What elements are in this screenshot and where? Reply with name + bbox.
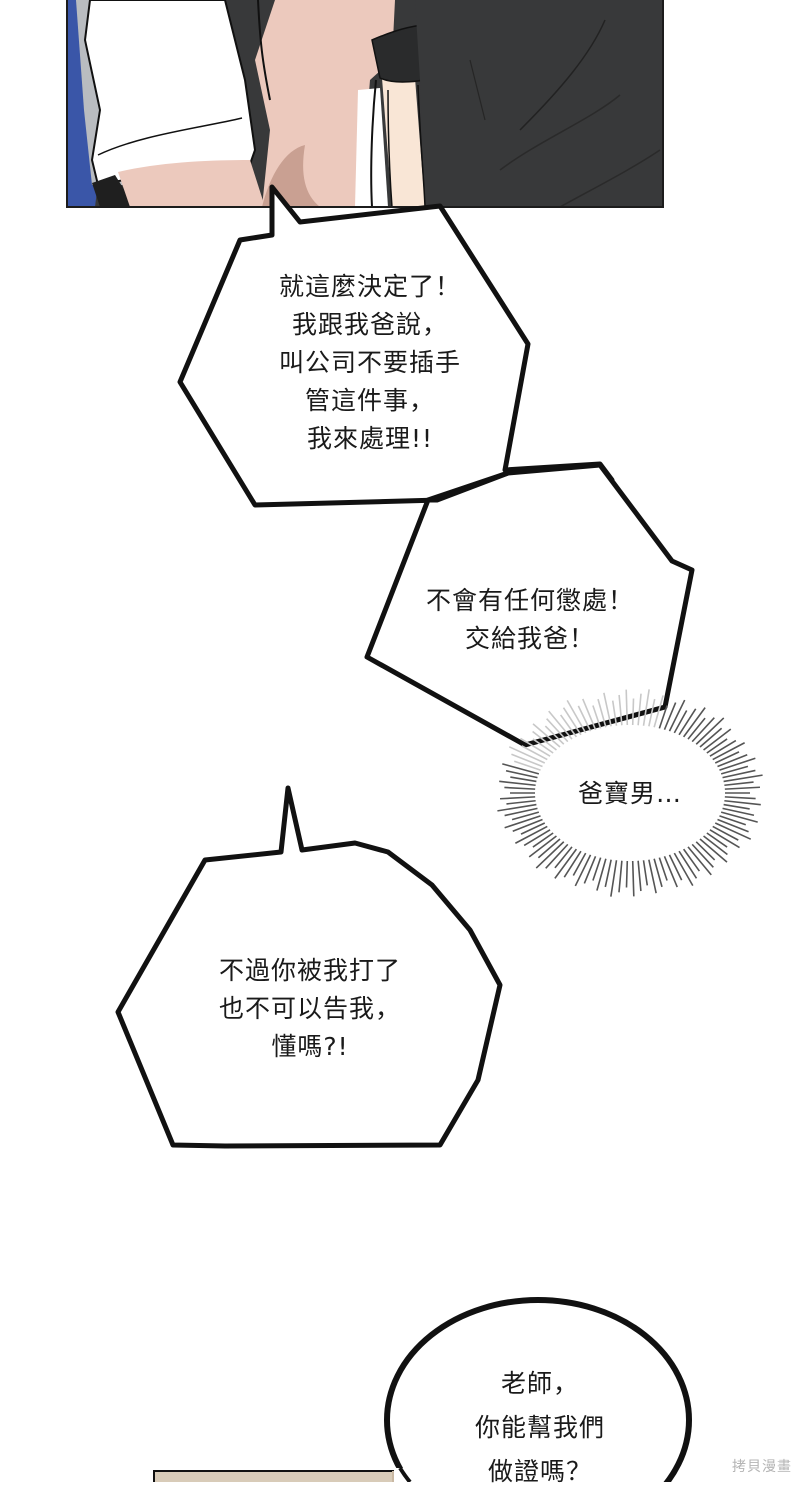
- speech-bubble-2-text: 不會有任何懲處！ 交給我爸！: [408, 582, 652, 658]
- bottom-comic-panel: [153, 1470, 395, 1482]
- bubble-1-line-4: 管這件事，: [304, 386, 435, 415]
- bubble-1-line-5: 我來處理!!: [306, 424, 434, 453]
- speech-bubble-5-text: 老師， 你能幫我們 做證嗎？: [420, 1362, 660, 1494]
- speech-bubble-4-text: 不過你被我打了 也不可以告我， 懂嗎?!: [180, 952, 440, 1066]
- watermark: 拷貝漫畫: [732, 1459, 792, 1475]
- top-comic-panel: [66, 0, 664, 208]
- bubble-5-line-3: 做證嗎？: [487, 1457, 592, 1486]
- thought-bubble-3-text: 爸寶男…: [550, 775, 710, 813]
- speech-bubble-2-outline: [364, 462, 695, 748]
- speech-bubble-1-text: 就這麼決定了！ 我跟我爸說， 叫公司不要插手 管這件事， 我來處理!!: [240, 268, 500, 458]
- thought-burst-lines: [497, 689, 763, 897]
- bubble-4-line-1: 不過你被我打了: [218, 956, 401, 985]
- bubble-3-line-1: 爸寶男…: [577, 779, 682, 808]
- bubble-1-line-3: 叫公司不要插手: [278, 348, 461, 377]
- bubble-5-line-2: 你能幫我們: [474, 1413, 605, 1442]
- speech-bubble-4-outline: [115, 785, 503, 1149]
- bubble-2-line-2: 交給我爸！: [464, 624, 595, 653]
- bubble-2-line-1: 不會有任何懲處！: [425, 586, 634, 615]
- bubble-4-line-2: 也不可以告我，: [218, 994, 401, 1023]
- bubble-1-line-1: 就這麼決定了！: [278, 272, 461, 301]
- bubble-5-line-1: 老師，: [500, 1369, 579, 1398]
- bubble-4-line-3: 懂嗎?!: [271, 1032, 349, 1061]
- bubble-1-line-2: 我跟我爸說，: [291, 310, 448, 339]
